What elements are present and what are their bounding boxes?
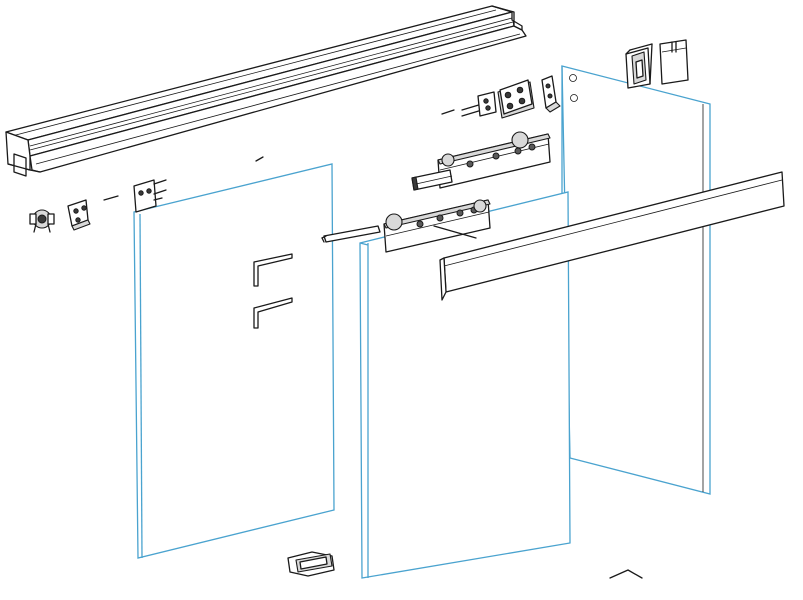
end-stop-square bbox=[67, 199, 91, 231]
glass-panel-fixed bbox=[561, 65, 711, 495]
bracket-angle bbox=[541, 75, 561, 113]
end-cap-set bbox=[625, 39, 689, 89]
front-cover-fascia bbox=[439, 171, 785, 301]
top-track-rail bbox=[5, 5, 527, 177]
bracket-plate bbox=[497, 79, 535, 119]
allen-key-upper bbox=[253, 253, 293, 287]
rail-pin bbox=[255, 156, 264, 162]
floor-guide bbox=[287, 551, 335, 577]
partial-floor-bracket bbox=[609, 569, 643, 579]
roller-carriage-upper bbox=[411, 131, 551, 191]
bracket-clip bbox=[461, 91, 497, 117]
bracket-pin bbox=[441, 109, 455, 115]
panel-hole-upper bbox=[569, 74, 577, 82]
end-cap-closed bbox=[659, 39, 689, 85]
end-stop-round bbox=[29, 209, 55, 233]
roller-carriage-lower bbox=[321, 199, 491, 253]
end-cap-open bbox=[625, 43, 653, 89]
wall-bracket-set bbox=[441, 75, 561, 119]
end-stop-set bbox=[29, 156, 264, 233]
allen-key-set bbox=[253, 253, 293, 329]
panel-hole-lower bbox=[570, 94, 578, 102]
end-stop-pin bbox=[103, 195, 119, 201]
end-stop-clip bbox=[133, 179, 167, 213]
allen-key-lower bbox=[253, 297, 293, 329]
glass-panel-left bbox=[133, 163, 335, 559]
glass-panel-middle bbox=[359, 191, 571, 579]
